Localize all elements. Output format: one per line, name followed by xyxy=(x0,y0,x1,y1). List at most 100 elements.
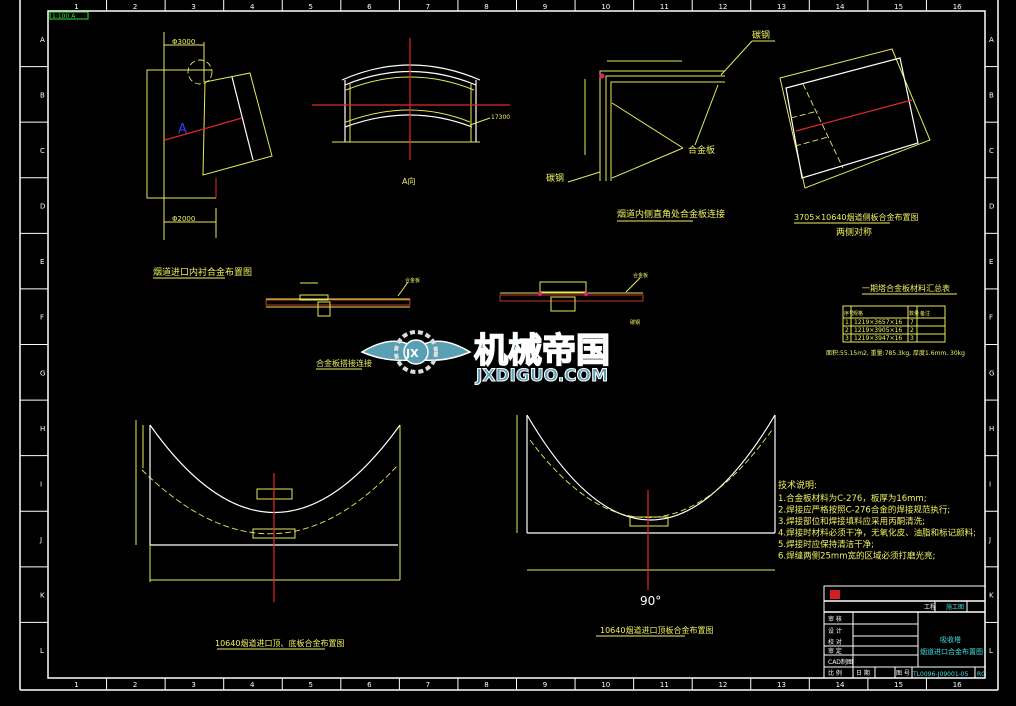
watermark-cn: 机械帝国 xyxy=(474,331,610,371)
column-label: 9 xyxy=(543,3,547,11)
role-label: CAD制图 xyxy=(828,658,853,666)
column-label: 12 xyxy=(718,681,727,689)
column-label: 1 xyxy=(74,3,78,11)
column-label: 13 xyxy=(777,3,786,11)
table-cell: 7 xyxy=(910,319,914,326)
row-label: I xyxy=(40,480,42,488)
row-label: I xyxy=(989,480,991,488)
inlet-view-title: 烟道进口内衬合金布置图 xyxy=(153,266,252,278)
drawing-number: TL0096-J09001-05 xyxy=(912,671,969,678)
column-label: 5 xyxy=(309,681,313,689)
side-plate-title: 3705×10640烟道侧板合金布置图 xyxy=(794,212,919,222)
note-line: 2.焊接应严格按照C-276合金的焊接规范执行; xyxy=(778,505,950,516)
lap-joint-details: 合金板 合金板 碳钢 合金板搭接连接 xyxy=(265,272,648,370)
gear-icon xyxy=(394,330,438,374)
label-steel-top: 碳钢 xyxy=(752,29,770,41)
table-header: 数量 xyxy=(909,310,919,317)
row-label: K xyxy=(989,592,994,600)
note-line: 6.焊缝两侧25mm宽的区域必须打磨光亮; xyxy=(778,551,935,562)
row-label: H xyxy=(989,425,994,433)
column-label: 8 xyxy=(484,681,488,689)
equipment-name: 吸收塔 xyxy=(940,635,961,644)
row-label: F xyxy=(40,314,44,322)
table-cell: 1219×3947×16 xyxy=(854,335,902,342)
side-plate-layout: 3705×10640烟道侧板合金布置图 两侧对称 xyxy=(779,48,931,238)
table-cell: 3 xyxy=(910,335,914,342)
top-bottom-plate-layout: 10640烟道进口顶、底板合金布置图 xyxy=(135,420,401,650)
bottom-right-title: 10640烟道进口顶板合金布置图 xyxy=(600,625,713,635)
table-cell: 1 xyxy=(845,319,849,326)
lap-label-right: 合金板 xyxy=(633,272,648,279)
notes-heading: 技术说明: xyxy=(778,479,817,491)
watermark-en: JXDIGUO.COM xyxy=(475,366,608,386)
row-label: A xyxy=(989,36,994,44)
table-summary: 面积:55.15m2, 重量:785.3kg, 厚度1.6mm, 30kg xyxy=(826,349,965,357)
top-plate-layout: 90° 10640烟道进口顶板合金布置图 xyxy=(516,414,776,637)
column-label: 7 xyxy=(426,3,430,11)
drawing-title: 烟道进口合金布置图 xyxy=(920,647,983,656)
column-label: 10 xyxy=(601,681,610,689)
dim-bottom: Φ2000 xyxy=(172,215,195,223)
view-marker-a: A xyxy=(178,122,187,137)
table-cell: 1219×3657×16 xyxy=(854,319,902,326)
column-label: 16 xyxy=(953,681,962,689)
inlet-lining-view: A Φ3000 Φ2000 烟道进口内衬合金布置图 xyxy=(146,32,273,279)
column-label: 4 xyxy=(250,3,255,11)
table-cell: 2 xyxy=(845,327,849,334)
wing-right-icon xyxy=(421,340,472,362)
lap-joint-title: 合金板搭接连接 xyxy=(316,358,372,368)
project-label: 工程 xyxy=(924,603,936,611)
table-header: 规格 xyxy=(853,310,863,317)
column-label: 14 xyxy=(836,3,845,11)
column-label: 11 xyxy=(660,3,669,11)
column-label: 14 xyxy=(836,681,845,689)
angle-label: 90° xyxy=(640,594,661,608)
table-title: 一期塔合金板材料汇总表 xyxy=(862,283,950,293)
scale-label: 比 例 xyxy=(828,669,842,677)
bottom-left-title: 10640烟道进口顶、底板合金布置图 xyxy=(215,638,344,648)
row-label: E xyxy=(40,258,44,266)
column-label: 4 xyxy=(250,681,255,689)
row-label: B xyxy=(989,91,994,99)
technical-notes: 技术说明: 1.合金板材料为C-276，板厚为16mm;2.焊接应严格按照C-2… xyxy=(778,479,976,562)
column-label: 12 xyxy=(718,3,727,11)
layer-tag-text: 1:100 A xyxy=(52,13,76,20)
date-label: 日 期 xyxy=(856,669,870,677)
row-label: E xyxy=(989,258,993,266)
corner-joint-detail: 碳钢 碳钢 合金板 烟道内侧直角处合金板连接 xyxy=(546,29,775,222)
role-label: 审 定 xyxy=(828,647,842,655)
section-note: 17300 xyxy=(491,114,510,121)
column-label: 2 xyxy=(133,3,137,11)
column-label: 5 xyxy=(309,3,313,11)
column-label: 6 xyxy=(367,681,372,689)
a-direction-section: 17300 A向 xyxy=(312,38,510,186)
column-label: 7 xyxy=(426,681,430,689)
column-label: 9 xyxy=(543,681,547,689)
stage-label: 施工图 xyxy=(946,603,964,611)
drawing-no-label: 图 号 xyxy=(896,670,910,677)
table-header: 序号 xyxy=(844,310,854,317)
column-label: 3 xyxy=(191,3,195,11)
column-label: 10 xyxy=(601,3,610,11)
table-cell: 3 xyxy=(845,335,849,342)
column-label: 16 xyxy=(953,3,962,11)
row-label: A xyxy=(40,36,45,44)
row-label: F xyxy=(989,314,993,322)
side-plate-subtitle: 两侧对称 xyxy=(836,226,872,238)
row-label: B xyxy=(40,91,45,99)
row-label: D xyxy=(989,203,994,211)
row-label: H xyxy=(40,425,45,433)
lap-label-right-lower: 碳钢 xyxy=(630,319,640,326)
column-label: 2 xyxy=(133,681,137,689)
column-label: 1 xyxy=(74,681,78,689)
row-label: J xyxy=(988,536,991,544)
role-label: 设 计 xyxy=(828,627,842,635)
table-header: 备注 xyxy=(920,310,930,317)
note-line: 3.焊接部位和焊接填料应采用丙酮清洗; xyxy=(778,516,925,527)
layer-tag xyxy=(49,11,89,20)
label-alloy: 合金板 xyxy=(688,144,715,156)
